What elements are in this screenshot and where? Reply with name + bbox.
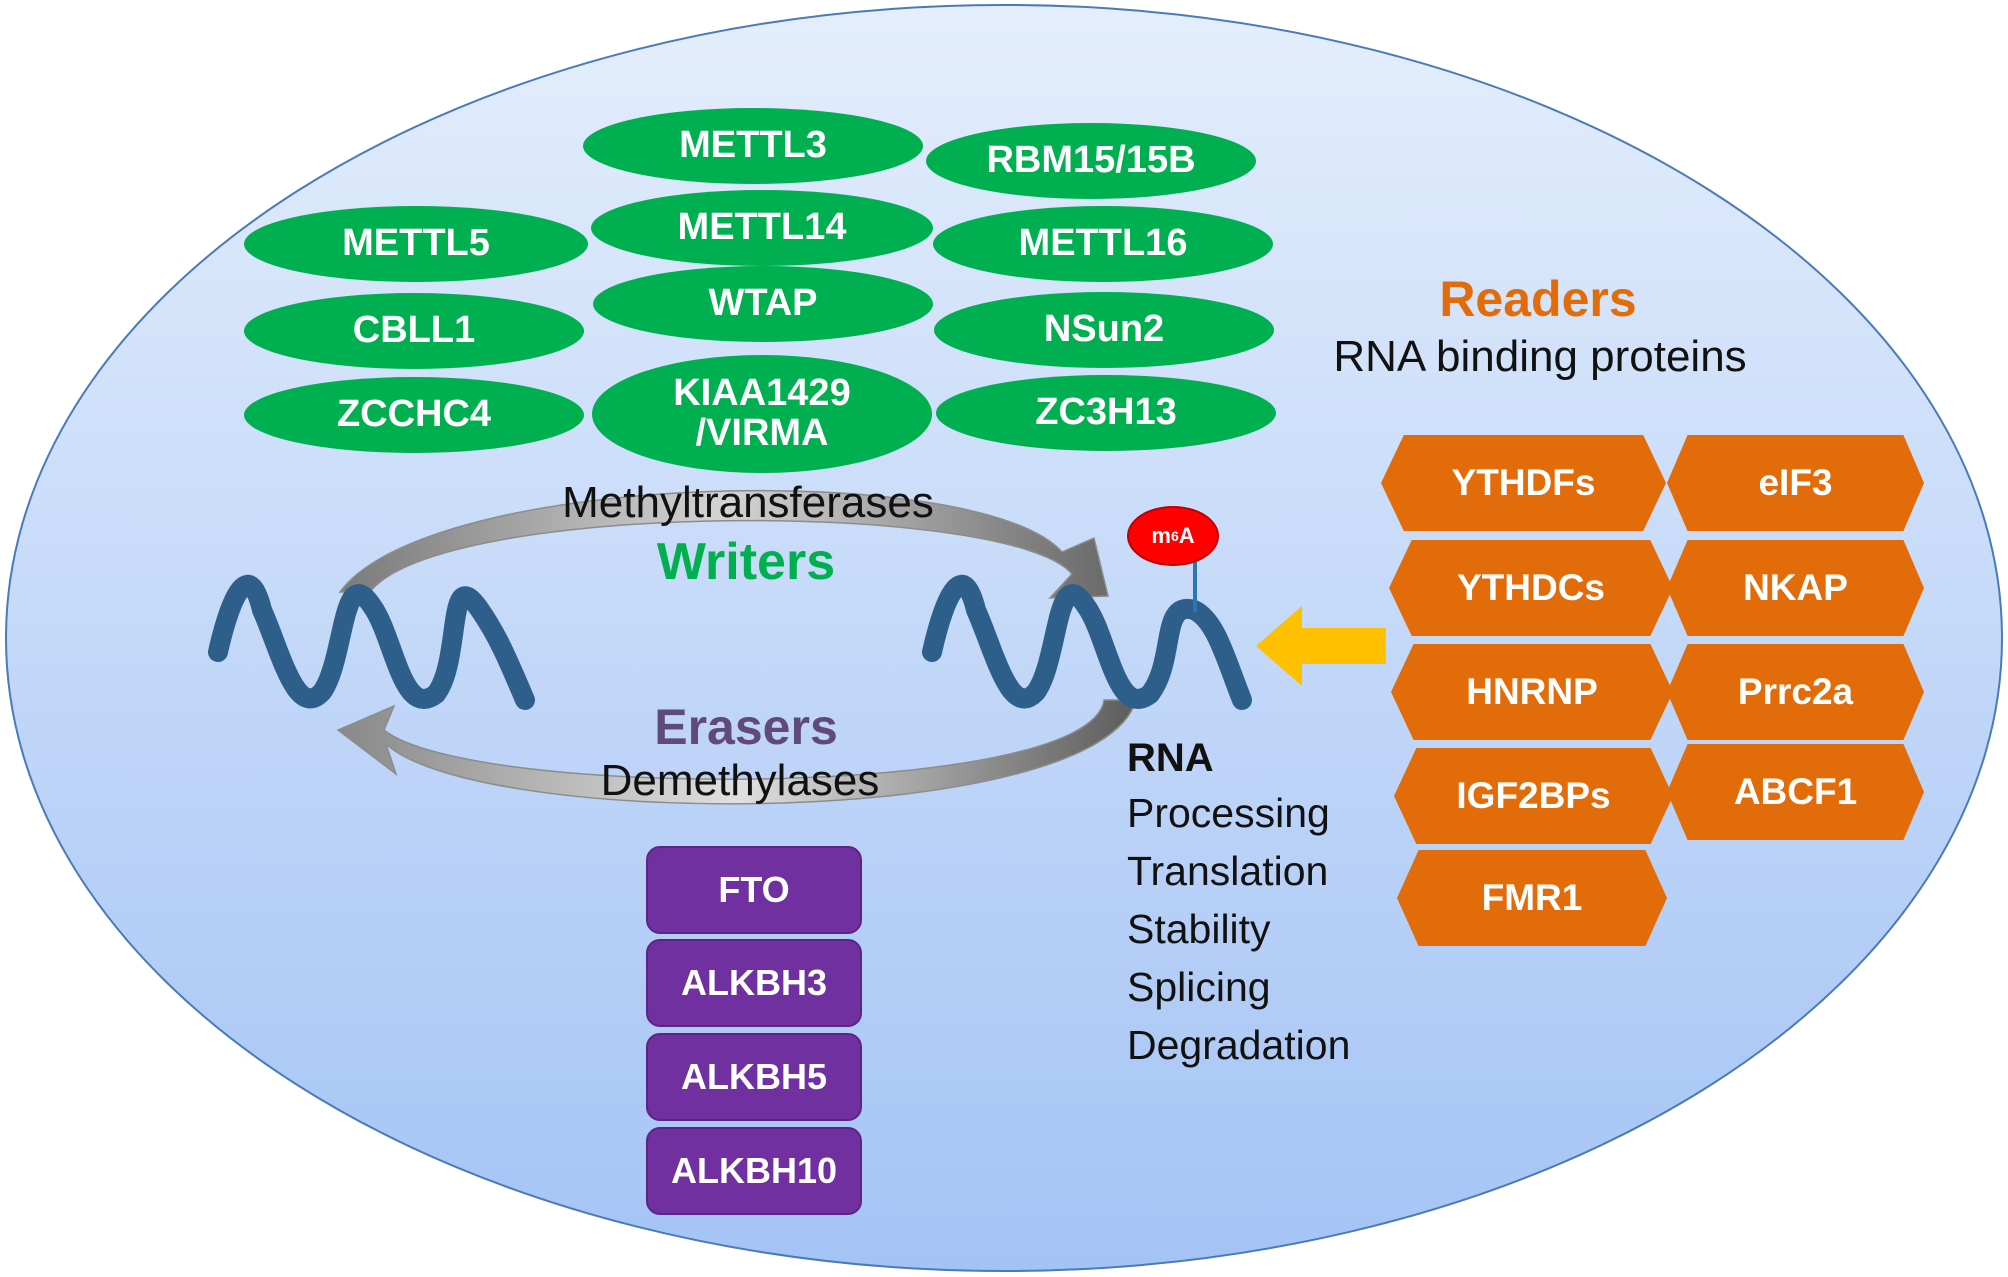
erasers-arrow — [336, 699, 1137, 805]
writer-mettl5: METTL5 — [244, 206, 588, 282]
rna-strand-methylated — [922, 575, 1252, 710]
eraser-alkbh10: ALKBH10 — [646, 1127, 862, 1215]
eraser-alkbh5: ALKBH5 — [646, 1033, 862, 1121]
m6a-base: m — [1151, 523, 1171, 548]
m6a-suffix: A — [1178, 523, 1195, 548]
reader-abcf1: ABCF1 — [1667, 744, 1924, 840]
reader-ythdfs: YTHDFs — [1381, 435, 1666, 531]
writers-subtitle: Methyltransferases — [562, 478, 934, 527]
writer-mettl16: METTL16 — [933, 206, 1273, 282]
rna-function-translation: Translation — [1127, 848, 1329, 894]
writer-zc3h13: ZC3H13 — [936, 375, 1276, 451]
writers-arrow — [338, 489, 1109, 599]
writer-cbll1: CBLL1 — [244, 293, 584, 369]
rna-function-splicing: Splicing — [1127, 964, 1271, 1010]
reader-igf2bps: IGF2BPs — [1394, 748, 1673, 844]
erasers-subtitle: Demethylases — [600, 756, 880, 805]
eraser-fto: FTO — [646, 846, 862, 934]
rna-function-processing: Processing — [1127, 790, 1330, 836]
writer-mettl3: METTL3 — [583, 108, 923, 184]
writer-kiaa1429-virma: KIAA1429 /VIRMA — [592, 355, 932, 473]
reader-eif3: eIF3 — [1667, 435, 1924, 531]
rna-function-stability: Stability — [1127, 906, 1271, 952]
reader-nkap: NKAP — [1667, 540, 1924, 636]
writer-rbm15: RBM15/15B — [926, 123, 1256, 199]
rna-title: RNA — [1127, 736, 1214, 780]
readers-title: Readers — [1439, 271, 1637, 327]
rna-strand-unmethylated — [208, 575, 535, 710]
writer-mettl14: METTL14 — [591, 190, 933, 266]
rna-function-degradation: Degradation — [1127, 1022, 1351, 1068]
writer-wtap: WTAP — [593, 266, 933, 342]
eraser-alkbh3: ALKBH3 — [646, 939, 862, 1027]
writer-zcchc4: ZCCHC4 — [244, 377, 584, 453]
writers-title: Writers — [656, 533, 836, 591]
reader-ythdcs: YTHDCs — [1389, 540, 1673, 636]
writer-nsun2: NSun2 — [934, 292, 1274, 368]
reader-fmr1: FMR1 — [1397, 850, 1667, 946]
reader-arrow — [1256, 606, 1386, 686]
reader-prrc2a: Prrc2a — [1667, 644, 1924, 740]
readers-subtitle: RNA binding proteins — [1333, 332, 1747, 381]
cell-boundary — [5, 4, 2003, 1272]
erasers-title: Erasers — [654, 699, 838, 755]
reader-hnrnp: HNRNP — [1391, 644, 1673, 740]
m6a-superscript: 6 — [1170, 528, 1179, 544]
